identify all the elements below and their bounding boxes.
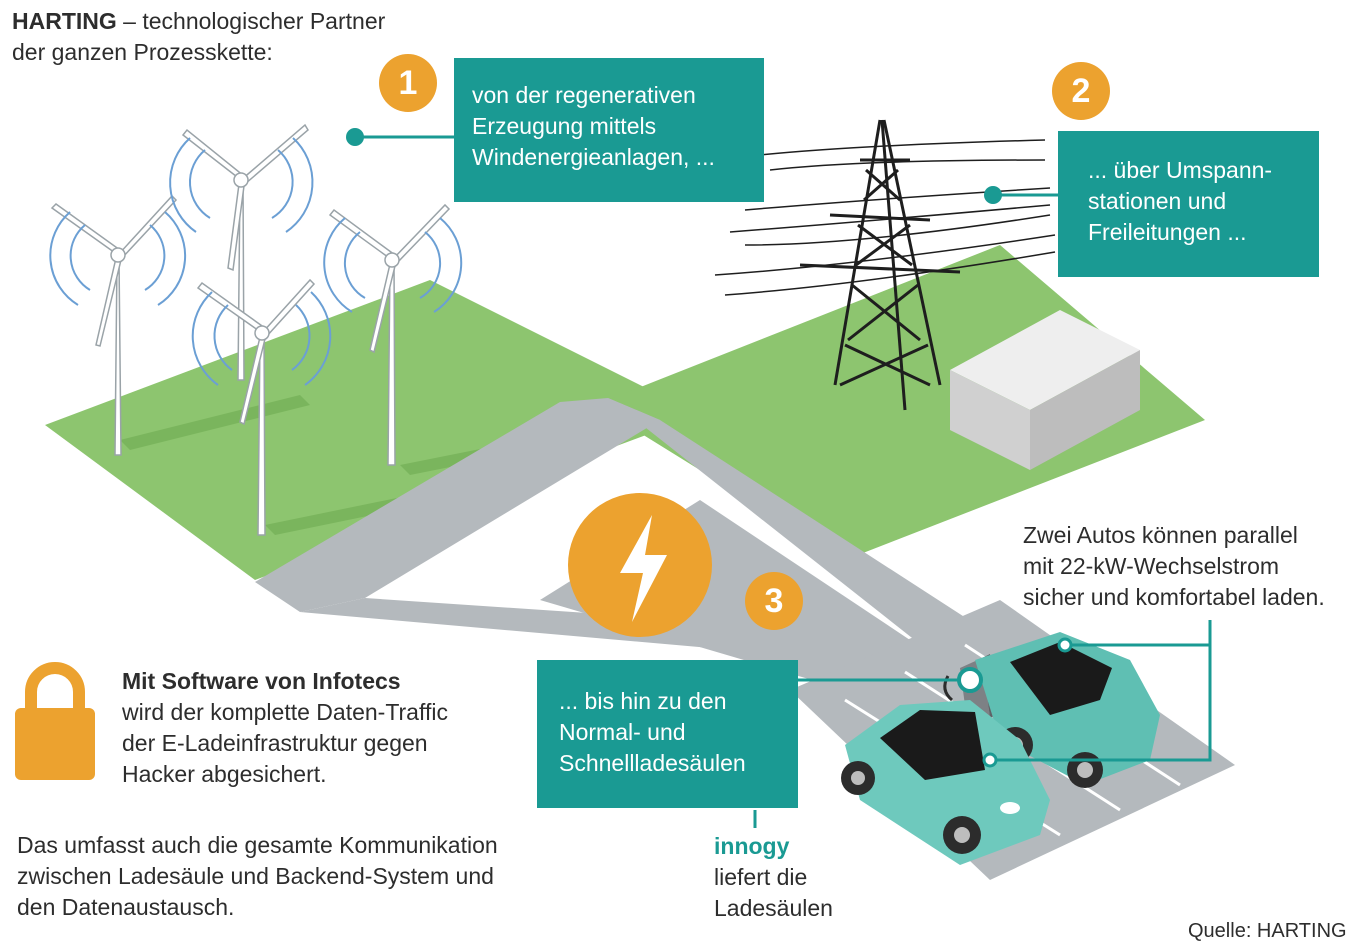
security-title: Mit Software von Infotecs [122, 668, 401, 694]
heading-rest: – technologischer Partner [123, 8, 386, 34]
heading-line2: der ganzen Prozesskette: [12, 39, 273, 65]
substation-icon [950, 310, 1140, 470]
step-1-line-3: Windenergieanlagen, ... [472, 144, 715, 170]
step-3-line-3: Schnellladesäulen [559, 750, 746, 776]
step-3-line-2: Normal- und [559, 719, 686, 745]
communication-text: Das umfasst auch die gesamte Kommunikati… [17, 830, 498, 923]
step-2-badge: 2 [1052, 62, 1110, 120]
communication-line-1: Das umfasst auch die gesamte Kommunikati… [17, 832, 498, 858]
step-2-line-3: Freileitungen ... [1088, 219, 1247, 245]
communication-line-2: zwischen Ladesäule und Backend-System un… [17, 863, 494, 889]
step-1-line-2: Erzeugung mittels [472, 113, 657, 139]
connector-lines [355, 135, 1212, 828]
connector-dots [346, 128, 1073, 768]
step-2-box: ... über Umspann- stationen und Freileit… [1058, 131, 1319, 277]
illustration [45, 119, 1235, 880]
lightning-icon [568, 493, 712, 637]
step-1-line-1: von der regenerativen [472, 82, 696, 108]
cars-note-line-2: mit 22-kW-Wechselstrom [1023, 553, 1280, 579]
step-1-box: von der regenerativen Erzeugung mittels … [454, 58, 764, 202]
road [255, 398, 660, 612]
supplier-text: innogy liefert die Ladesäulen [714, 831, 833, 924]
power-pylon-icon [799, 119, 961, 411]
wind-turbine-icon [50, 123, 451, 536]
security-line-1: wird der komplette Daten-Traffic [122, 699, 448, 725]
brand-name: HARTING [12, 8, 117, 34]
communication-line-3: den Datenaustausch. [17, 894, 235, 920]
electric-car-front [841, 700, 1050, 865]
step-3-line-1: ... bis hin zu den [559, 688, 727, 714]
step-1-badge: 1 [379, 54, 437, 112]
security-line-3: Hacker abgesichert. [122, 761, 327, 787]
cars-note: Zwei Autos können parallel mit 22-kW-Wec… [1023, 520, 1325, 613]
wind-turbine-4 [196, 278, 316, 536]
step-3-badge: 3 [745, 572, 803, 630]
source-label: Quelle: HARTING [1188, 920, 1347, 942]
cars-note-line-3: sicher und komfortabel laden. [1023, 584, 1325, 610]
power-lines [714, 139, 1056, 296]
step-3-box: ... bis hin zu den Normal- und Schnellla… [537, 660, 798, 808]
wind-turbine-2 [181, 123, 309, 381]
lock-icon [15, 662, 95, 780]
wind-field [45, 280, 700, 580]
step-2-line-1: ... über Umspann- [1088, 157, 1273, 183]
supplier-line-1: liefert die [714, 864, 808, 890]
security-line-2: der E-Ladeinfrastruktur gegen [122, 730, 428, 756]
signal-arcs [49, 137, 463, 386]
wind-turbine-1 [50, 194, 178, 456]
wind-turbine-3 [328, 203, 451, 466]
supplier-name: innogy [714, 833, 790, 859]
supplier-line-2: Ladesäulen [714, 895, 833, 921]
security-text: Mit Software von Infotecs wird der kompl… [122, 666, 448, 790]
step-2-line-2: stationen und [1088, 188, 1227, 214]
cars-note-line-1: Zwei Autos können parallel [1023, 522, 1298, 548]
heading: HARTING – technologischer Partner der ga… [12, 6, 385, 68]
